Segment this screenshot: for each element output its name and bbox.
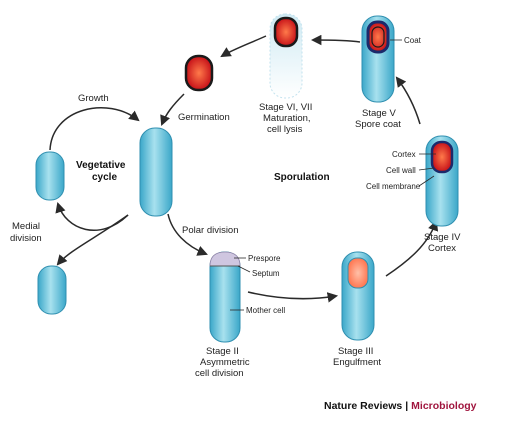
arrow-stageii-to-iii <box>247 291 339 303</box>
label-engulfment: Engulfment <box>333 357 381 368</box>
label-stage-vi-vii: Stage VI, VII <box>259 102 312 113</box>
arrow-stageiii-to-iv <box>385 220 439 277</box>
label-vegetative: Vegetative <box>76 160 126 171</box>
label-prespore: Prespore <box>248 254 281 263</box>
credit-separator: | <box>405 400 409 412</box>
label-cell-division: cell division <box>195 368 244 379</box>
label-cycle: cycle <box>92 172 117 183</box>
credit-publisher: Nature Reviews <box>324 400 403 412</box>
arrow-stagev-to-vi <box>310 34 361 46</box>
label-cell-wall: Cell wall <box>386 166 416 175</box>
label-coat: Coat <box>404 36 422 45</box>
label-asymmetric: Asymmetric <box>200 357 250 368</box>
daughter-cell <box>37 265 67 315</box>
journal-credit: Nature Reviews|Microbiology <box>324 400 477 412</box>
arrow-maturation-to-spore <box>220 35 267 58</box>
stage-iii-cell <box>341 251 375 341</box>
label-septum: Septum <box>252 269 280 278</box>
vegetative-cell-small <box>35 151 65 201</box>
free-spore <box>184 54 214 92</box>
label-cortex: Cortex <box>392 150 416 159</box>
label-mother-cell: Mother cell <box>246 306 285 315</box>
arrow-germination <box>160 93 185 126</box>
stage-v-cell <box>361 15 395 103</box>
label-germination: Germination <box>178 112 230 123</box>
arrow-medial-to-bottom <box>56 214 129 266</box>
stage-ii-cell <box>209 251 241 343</box>
label-polar-division: Polar division <box>182 225 239 236</box>
label-cell-lysis: cell lysis <box>267 124 303 135</box>
label-cell-membrane: Cell membrane <box>366 182 421 191</box>
label-division: division <box>10 233 42 244</box>
arrow-growth <box>49 107 140 151</box>
stage-iv-cell <box>425 135 459 227</box>
arrow-stageiv-to-v <box>395 76 421 125</box>
arrow-medial-to-left <box>55 201 129 231</box>
label-spore-coat: Spore coat <box>355 119 401 130</box>
septum-pointer <box>237 265 251 273</box>
stage-vi-vii-cell <box>269 13 303 99</box>
arrow-polar-division <box>167 213 208 256</box>
label-maturation: Maturation, <box>263 113 311 124</box>
label-stage-iv-cortex: Cortex <box>428 243 456 254</box>
label-stage-iii: Stage III <box>338 346 373 357</box>
label-medial: Medial <box>12 221 40 232</box>
cell-wall-pointer <box>418 167 435 171</box>
credit-journal: Microbiology <box>411 400 477 412</box>
label-stage-ii: Stage II <box>206 346 239 357</box>
label-sporulation: Sporulation <box>274 172 330 183</box>
cell-membrane-pointer <box>418 175 435 187</box>
label-stage-v: Stage V <box>362 108 396 119</box>
label-growth: Growth <box>78 93 109 104</box>
label-stage-iv: Stage IV <box>424 232 461 243</box>
vegetative-cell-long <box>139 127 173 217</box>
